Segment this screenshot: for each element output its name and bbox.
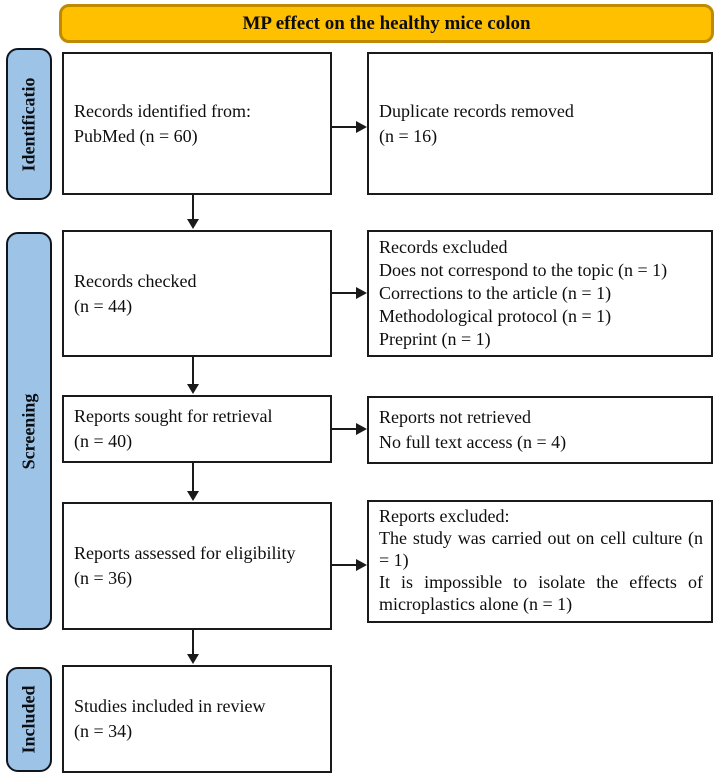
arrow-assessed-to-excluded bbox=[332, 559, 367, 571]
arrow-identified-to-checked bbox=[187, 195, 199, 229]
diagram-title-banner: MP effect on the healthy mice colon bbox=[59, 4, 714, 43]
box-reports-not-retrieved: Reports not retrieved No full text acces… bbox=[367, 396, 713, 464]
arrow-checked-to-sought bbox=[187, 357, 199, 394]
box-text-line: Studies included in review bbox=[74, 696, 266, 716]
box-records-excluded: Records excluded Does not correspond to … bbox=[367, 230, 713, 357]
box-text-line: (n = 34) bbox=[74, 721, 133, 741]
box-text-line: (n = 40) bbox=[74, 431, 133, 451]
box-text-line: Does not correspond to the topic (n = 1) bbox=[379, 260, 668, 280]
box-duplicate-records-removed: Duplicate records removed (n = 16) bbox=[367, 52, 713, 195]
box-text-line: Reports sought for retrieval bbox=[74, 406, 273, 426]
arrow-sought-to-not-retrieved bbox=[332, 423, 367, 435]
stage-label-identification: Identificatio bbox=[18, 77, 39, 171]
box-text-line: Methodological protocol (n = 1) bbox=[379, 306, 612, 326]
box-text-line: Preprint (n = 1) bbox=[379, 329, 491, 349]
box-text-line: Records checked bbox=[74, 270, 197, 291]
box-text-line: No full text access (n = 4) bbox=[379, 432, 567, 452]
box-text-line: (n = 16) bbox=[379, 125, 438, 146]
box-records-checked: Records checked (n = 44) bbox=[62, 230, 332, 357]
diagram-title: MP effect on the healthy mice colon bbox=[242, 12, 531, 34]
arrow-checked-to-excluded bbox=[332, 287, 367, 299]
box-reports-sought-for-retrieval: Reports sought for retrieval (n = 40) bbox=[62, 395, 332, 463]
box-reports-excluded: Reports excluded: The study was carried … bbox=[367, 500, 713, 623]
box-text-line: Reports assessed for eligibility bbox=[74, 543, 296, 563]
arrow-sought-to-assessed bbox=[187, 463, 199, 501]
arrow-identified-to-duplicates bbox=[332, 121, 367, 133]
box-text-line: Duplicate records removed bbox=[379, 100, 574, 121]
arrow-assessed-to-included bbox=[187, 630, 199, 664]
stage-bar-included: Included bbox=[6, 667, 52, 772]
box-text-line: (n = 44) bbox=[74, 295, 133, 316]
box-text-line: PubMed (n = 60) bbox=[74, 125, 198, 146]
box-records-identified: Records identified from: PubMed (n = 60) bbox=[62, 52, 332, 195]
box-text-line: (n = 36) bbox=[74, 568, 133, 588]
box-text-line: Corrections to the article (n = 1) bbox=[379, 283, 612, 303]
stage-bar-screening: Screening bbox=[6, 232, 52, 630]
box-text-line: The study was carried out on cell cultur… bbox=[379, 528, 703, 570]
stage-bar-identification: Identificatio bbox=[6, 48, 52, 200]
box-studies-included-in-review: Studies included in review (n = 34) bbox=[62, 665, 332, 773]
box-text-line: Reports excluded: bbox=[379, 506, 510, 526]
stage-label-screening: Screening bbox=[18, 393, 39, 469]
box-reports-assessed-for-eligibility: Reports assessed for eligibility (n = 36… bbox=[62, 502, 332, 630]
stage-label-included: Included bbox=[18, 685, 39, 754]
box-text-line: It is impossible to isolate the effects … bbox=[379, 572, 703, 614]
box-text-line: Records excluded bbox=[379, 237, 508, 257]
box-text-line: Reports not retrieved bbox=[379, 407, 531, 427]
box-text-line: Records identified from: bbox=[74, 100, 251, 121]
